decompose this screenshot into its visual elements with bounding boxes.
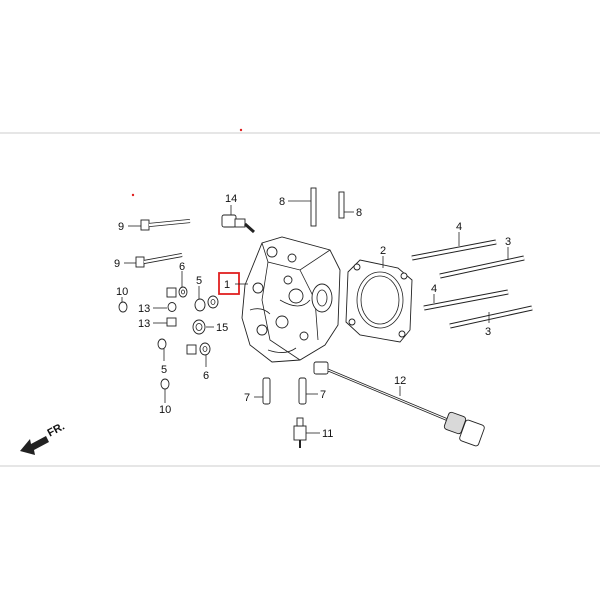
bolt-9-upper[interactable] xyxy=(140,219,191,231)
stud-bolt-3-upper[interactable] xyxy=(439,255,525,279)
bolt-9-lower[interactable] xyxy=(135,253,183,268)
callout-15: 15 xyxy=(216,322,228,334)
stud-bolt-3-lower[interactable] xyxy=(449,305,533,329)
callout-3-lower: 3 xyxy=(485,326,491,338)
callout-13-lower: 13 xyxy=(138,318,150,330)
callout-14: 14 xyxy=(225,193,237,205)
washer-extra-a[interactable] xyxy=(207,295,219,309)
stud-bolt-4-upper[interactable] xyxy=(411,239,497,261)
washer-5-lower[interactable] xyxy=(157,338,167,350)
leader-lines xyxy=(121,200,509,434)
callout-2: 2 xyxy=(380,245,386,257)
callout-6-upper: 6 xyxy=(179,261,185,273)
cylinder-head[interactable] xyxy=(241,236,341,363)
nut-13-lower[interactable] xyxy=(166,317,177,327)
callout-9-lower: 9 xyxy=(114,258,120,270)
red-dot-top xyxy=(239,128,243,132)
callout-4-lower: 4 xyxy=(431,283,437,295)
nut-6-upper[interactable] xyxy=(178,286,188,298)
stud-bolt-8-right[interactable] xyxy=(338,191,345,219)
stud-bolt-8-left[interactable] xyxy=(310,187,317,227)
callout-11: 11 xyxy=(322,428,333,440)
callout-1: 1 xyxy=(224,279,230,291)
front-direction-arrow-icon xyxy=(20,436,49,455)
nut-6-lower[interactable] xyxy=(186,344,197,355)
temperature-sensor[interactable] xyxy=(221,214,255,234)
cap-10-upper[interactable] xyxy=(118,301,128,313)
callout-6-lower: 6 xyxy=(203,370,209,382)
washer-13-mid[interactable] xyxy=(167,302,177,312)
callout-5-upper: 5 xyxy=(196,275,202,287)
callout-5-lower: 5 xyxy=(161,364,167,376)
stud-bolt-4-lower[interactable] xyxy=(423,289,509,311)
callout-7-left: 7 xyxy=(244,392,250,404)
callout-7-right: 7 xyxy=(320,389,326,401)
callout-8-right: 8 xyxy=(356,207,362,219)
cylinder-gasket[interactable] xyxy=(345,259,413,343)
callout-3-upper: 3 xyxy=(505,236,511,248)
callout-labels: 1 2 3 3 4 4 5 5 6 6 7 7 8 8 9 9 10 10 11… xyxy=(114,193,511,440)
nut-13-upper[interactable] xyxy=(166,287,177,298)
dowel-pin-7-right[interactable] xyxy=(298,377,307,405)
washer-6-lower[interactable] xyxy=(199,342,211,356)
callout-12: 12 xyxy=(394,375,406,387)
callout-9-upper: 9 xyxy=(118,221,124,233)
front-label: FR. xyxy=(45,421,66,440)
callout-10-upper: 10 xyxy=(116,286,128,298)
cap-10-lower[interactable] xyxy=(160,378,170,390)
red-dot-left xyxy=(131,193,135,197)
callout-4-upper: 4 xyxy=(456,221,462,233)
washer-15[interactable] xyxy=(192,319,206,335)
callout-1-highlight-box xyxy=(218,272,240,295)
spark-plug[interactable] xyxy=(293,417,307,448)
callout-8-left: 8 xyxy=(279,196,285,208)
dowel-pin-7-left[interactable] xyxy=(262,377,271,405)
o2-sensor-lead[interactable] xyxy=(313,361,485,447)
callout-13-upper: 13 xyxy=(138,303,150,315)
callout-10-lower: 10 xyxy=(159,404,171,416)
washer-5-upper[interactable] xyxy=(194,298,206,312)
